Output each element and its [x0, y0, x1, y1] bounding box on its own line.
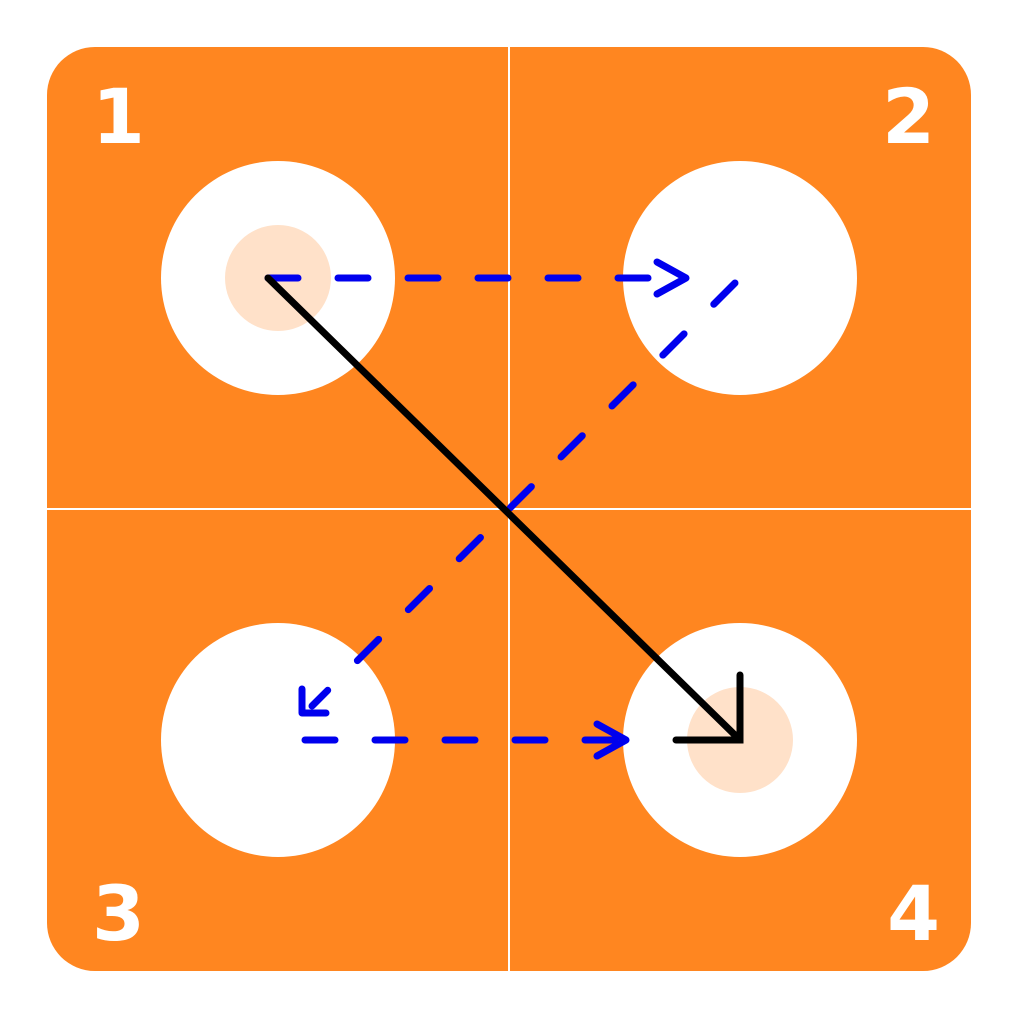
direct-line-1-to-4 [264, 274, 744, 744]
dashed-sequence-path [264, 258, 739, 760]
quadrant-number-4: 4 [887, 869, 940, 958]
direct-arrowhead-at-4 [672, 671, 744, 744]
quadrant-circle-3 [161, 623, 395, 857]
quadrant-number-1: 1 [92, 72, 145, 161]
arrowhead-at-4 [593, 720, 630, 760]
quadrant-number-3: 3 [92, 869, 145, 958]
arrowhead-at-2 [653, 258, 690, 298]
quadrant-2 [623, 161, 857, 395]
quadrant-circle-2 [623, 161, 857, 395]
arrowhead-at-3 [298, 685, 330, 717]
quadrant-number-2: 2 [882, 72, 935, 161]
dashed-segment-2-to-3 [308, 279, 739, 710]
direct-path [264, 274, 744, 744]
quadrant-3 [161, 623, 395, 857]
